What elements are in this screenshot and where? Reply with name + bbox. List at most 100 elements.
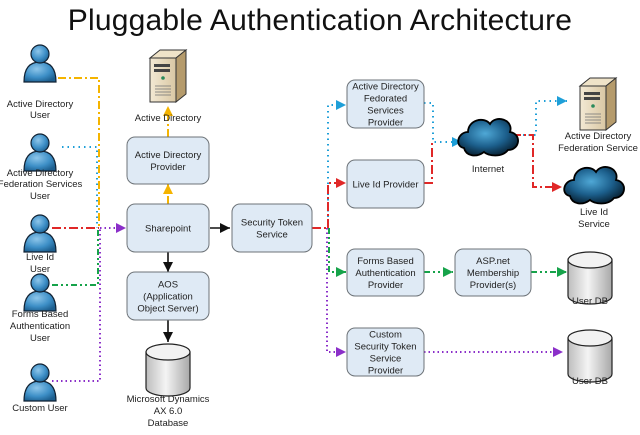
aspnet-provider-label-line: Membership [467, 268, 519, 279]
database-body-icon [567, 337, 613, 383]
sharepoint-to-sts-connector-arrowhead [220, 223, 230, 233]
cloud-label: Internet [472, 164, 505, 175]
sharepoint-box[interactable]: Sharepoint [126, 203, 210, 253]
user-head-icon [30, 44, 50, 64]
adfs-provider-label-line: Services [367, 106, 404, 117]
cloud-icon [457, 118, 519, 157]
user-head-icon [30, 363, 50, 383]
aspnet-provider-rect[interactable] [454, 248, 532, 297]
user-body-icon [23, 61, 57, 83]
sharepoint-to-aos-connector-arrowhead [163, 262, 173, 272]
ad-provider-rect[interactable] [126, 136, 210, 185]
user-label: User [30, 110, 50, 121]
adfs-provider-label-line: Fedorated [364, 94, 407, 105]
user-db-custom: User DB [567, 329, 613, 387]
active-directory-server: Active Directory [135, 48, 202, 124]
internet-cloud: Internet [457, 118, 519, 175]
cloud-label: Live Id [580, 207, 608, 218]
sts-to-adfs-provider-connector-arrowhead [336, 100, 346, 110]
liveid-provider-rect[interactable] [346, 159, 425, 209]
database-top-icon [145, 343, 191, 361]
sharepoint-rect[interactable] [126, 203, 210, 253]
adfs-provider-box[interactable]: Active DirectoryFedoratedServicesProvide… [346, 79, 425, 129]
database-label: User DB [572, 296, 608, 307]
custom-sts-provider-label-line: Security Token [354, 342, 416, 353]
server-drive-icon [154, 69, 170, 72]
server-led-icon [161, 76, 165, 80]
user-label: User [30, 191, 50, 202]
adfs-provider-to-internet-connector-arrowhead [452, 137, 462, 147]
forms-provider-label-line: Forms Based [357, 256, 414, 267]
ad-user-connector [58, 77, 100, 228]
server-label: Active Directory [135, 113, 202, 124]
sts-rect[interactable] [231, 203, 313, 253]
sharepoint-to-ad-provider-connector-arrowhead [163, 184, 173, 194]
server-side-icon [175, 48, 187, 104]
custom-user[interactable]: Custom User [12, 363, 68, 414]
database-body-icon [145, 351, 191, 397]
user-label: Live Id [26, 252, 54, 263]
user-label: Active Directory [7, 168, 74, 179]
forms-provider-rect[interactable] [346, 248, 425, 297]
aspnet-provider-label-line: Provider(s) [470, 280, 516, 291]
sts-to-custom-provider-connector-arrowhead [336, 347, 346, 357]
user-body-icon [23, 290, 57, 312]
liveid-provider-to-internet-connector [424, 142, 433, 184]
user-label: Authentication [10, 321, 70, 332]
sts-to-liveid-provider-connector [327, 182, 346, 228]
database-label: Microsoft Dynamics [127, 394, 210, 405]
diagram-title: Pluggable Authentication Architecture [67, 4, 573, 37]
database-body-icon [567, 259, 613, 305]
internet-to-adfs-service-connector-arrowhead [557, 96, 567, 106]
adfs-provider-to-internet-connector [424, 102, 462, 143]
database-label: Database [148, 418, 189, 429]
user-label: User [30, 264, 50, 275]
forms-user-connector [52, 228, 99, 286]
connectors [52, 77, 567, 382]
server-label: Active Directory [565, 131, 632, 142]
database-label: AX 6.0 [154, 406, 183, 417]
user-label: Active Directory [7, 99, 74, 110]
user-body-icon [23, 380, 57, 402]
aos-label-line: Object Server) [137, 304, 198, 315]
forms-provider-label-line: Authentication [355, 268, 415, 279]
user-label: User [30, 333, 50, 344]
sts-to-liveid-provider-connector-arrowhead [336, 178, 346, 188]
users-to-sharepoint-connector-arrowhead [116, 223, 126, 233]
server-label: Federation Service [558, 143, 638, 154]
user-label: Forms Based [12, 309, 69, 320]
sts-to-forms-provider-connector [328, 228, 346, 273]
forms-provider-to-aspnet-connector-arrowhead [443, 267, 453, 277]
database-top-icon [567, 329, 613, 347]
internet-to-liveid-service-connector-arrowhead [552, 182, 562, 192]
internet-to-adfs-service-connector [512, 100, 567, 136]
sts-to-custom-provider-connector [326, 228, 346, 353]
server-drive-icon [584, 97, 600, 100]
sharepoint-label-line: Sharepoint [145, 224, 191, 235]
adfs-provider-rect[interactable] [346, 79, 425, 129]
nodes: Active DirectoryProviderSharepointAOS(Ap… [0, 44, 638, 429]
liveid-provider-box[interactable]: Live Id Provider [346, 159, 425, 209]
user-db-forms: User DB [567, 251, 613, 307]
user-head-icon [30, 214, 50, 234]
aos-rect[interactable] [126, 271, 210, 321]
internet-to-liveid-service-connector [512, 134, 562, 188]
custom-sts-provider-label-line: Service [370, 354, 402, 365]
user-label: Federation Services [0, 179, 82, 190]
database-label: User DB [572, 376, 608, 387]
custom-sts-provider-rect[interactable] [346, 327, 425, 377]
server-drive-icon [154, 64, 170, 67]
